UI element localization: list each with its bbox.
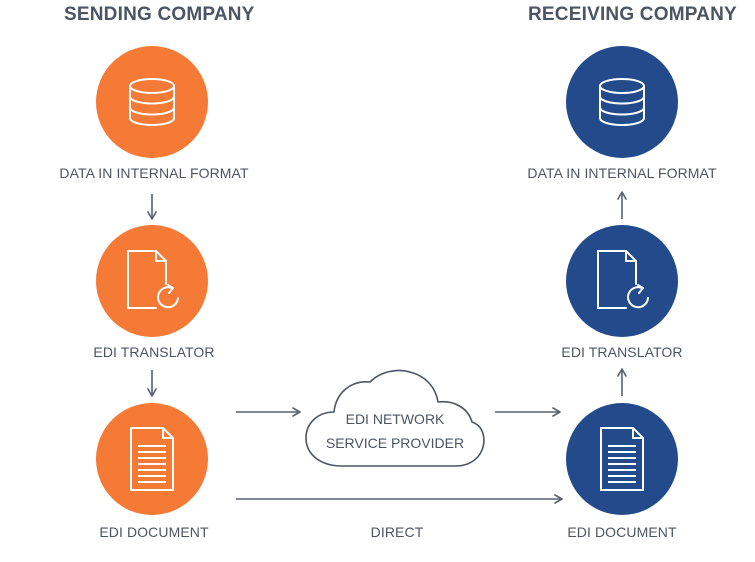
receiving-data-node xyxy=(566,46,678,158)
network-label-line2: SERVICE PROVIDER xyxy=(325,435,465,451)
database-icon xyxy=(599,78,645,127)
document-lines-icon xyxy=(130,427,174,491)
database-icon xyxy=(129,78,175,127)
receiving-translator-label: EDI TRANSLATOR xyxy=(561,344,683,360)
receiving-document-label: EDI DOCUMENT xyxy=(567,524,677,540)
receiving-document-node xyxy=(566,403,678,515)
receiving-translator-node xyxy=(566,225,678,337)
sending-document-node xyxy=(96,403,208,515)
document-refresh-icon xyxy=(597,250,649,309)
sending-company-heading: SENDING COMPANY xyxy=(64,4,255,25)
document-lines-icon xyxy=(600,427,644,491)
sending-translator-node xyxy=(96,225,208,337)
document-refresh-icon xyxy=(127,250,179,309)
cloud-icon xyxy=(305,369,485,467)
network-label-line1: EDI NETWORK xyxy=(345,411,445,427)
sending-data-label: DATA IN INTERNAL FORMAT xyxy=(59,165,249,181)
sending-document-label: EDI DOCUMENT xyxy=(99,524,209,540)
receiving-company-heading: RECEIVING COMPANY xyxy=(528,4,737,25)
receiving-data-label: DATA IN INTERNAL FORMAT xyxy=(527,165,717,181)
direct-label: DIRECT xyxy=(370,524,424,540)
sending-data-node xyxy=(96,46,208,158)
sending-translator-label: EDI TRANSLATOR xyxy=(93,344,215,360)
network-service-provider: EDI NETWORK SERVICE PROVIDER xyxy=(302,366,488,472)
